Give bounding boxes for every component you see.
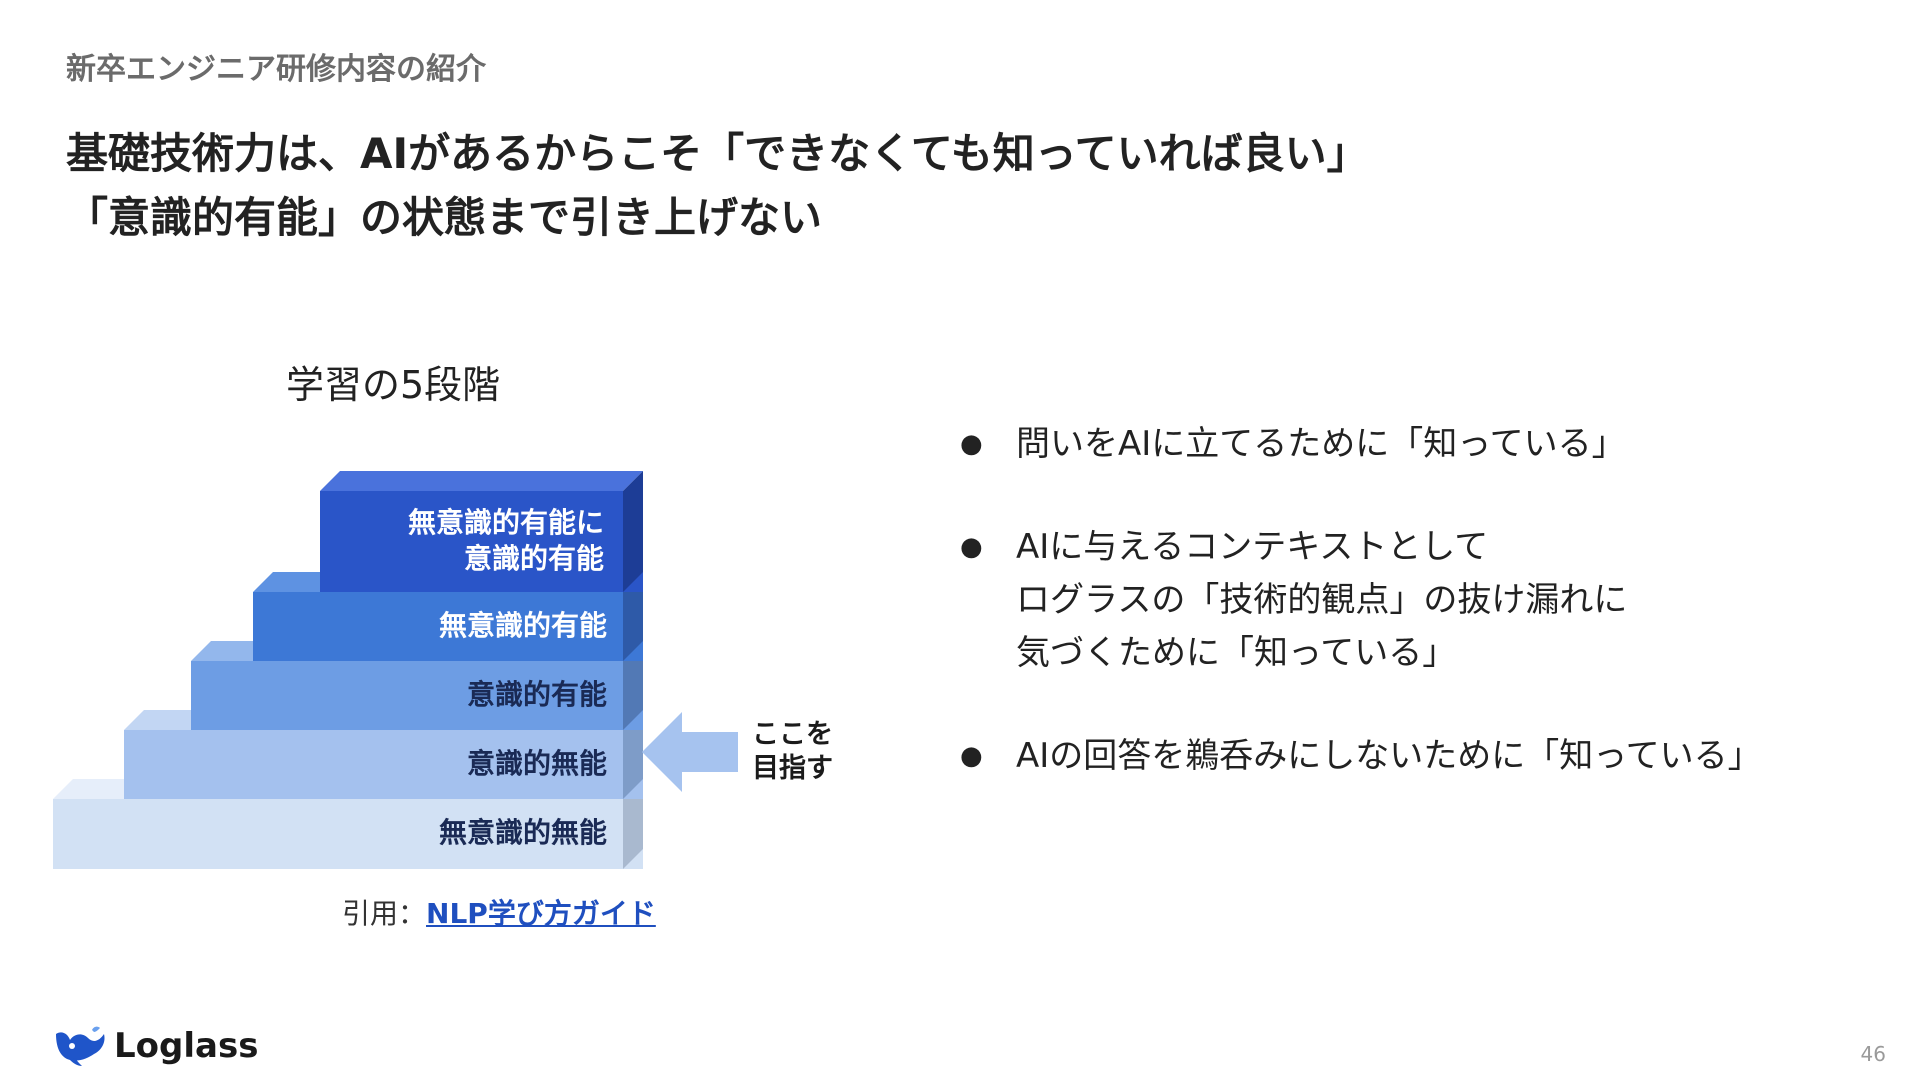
bullet-dot-icon: ● bbox=[960, 429, 983, 459]
page-title: 基礎技術力は、AIがあるからこそ「できなくても知っていれば良い」 「意識的有能」… bbox=[66, 122, 1369, 250]
section-label: 新卒エンジニア研修内容の紹介 bbox=[66, 52, 486, 87]
bullet-text: AIの回答を鵜呑みにしないために「知っている」 bbox=[1016, 736, 1762, 776]
brand-logo: Loglass bbox=[52, 1024, 258, 1068]
level-4-front-face bbox=[124, 730, 643, 799]
logo-text: Loglass bbox=[114, 1026, 259, 1066]
whale-logo-icon bbox=[56, 1026, 105, 1066]
citation-link[interactable]: NLP学び方ガイド bbox=[426, 897, 656, 930]
page-title-line-1: 基礎技術力は、AIがあるからこそ「できなくても知っていれば良い」 bbox=[66, 129, 1369, 178]
level-2-side-face bbox=[623, 572, 643, 661]
level-1-side-face bbox=[623, 471, 643, 592]
bullet-dot-icon: ● bbox=[960, 741, 983, 771]
level-4-side-face bbox=[623, 710, 643, 799]
bullet-item: ● AIの回答を鵜呑みにしないために「知っている」 bbox=[960, 730, 1860, 783]
citation-prefix: 引用： bbox=[342, 897, 427, 930]
bullet-text: ログラスの「技術的観点」の抜け漏れに bbox=[1016, 580, 1628, 620]
bullet-item: ● AIに与えるコンテキストとして ログラスの「技術的観点」の抜け漏れに 気づく… bbox=[960, 521, 1860, 680]
level-1-front-face bbox=[320, 491, 643, 592]
level-2-front-face bbox=[253, 592, 643, 661]
target-arrow bbox=[642, 712, 738, 792]
bullet-text: AIに与えるコンテキストとして bbox=[1016, 527, 1489, 567]
level-2-label: 無意識的有能 bbox=[438, 609, 607, 642]
pyramid-title: 学習の5段階 bbox=[286, 363, 501, 407]
level-3-front-face bbox=[191, 661, 643, 730]
level-5-front-face bbox=[53, 799, 643, 869]
bullet-item: ● 問いをAIに立てるために「知っている」 bbox=[960, 418, 1860, 471]
level-5-side-face bbox=[623, 779, 643, 869]
level-3-side-face bbox=[623, 641, 643, 730]
bullet-list: ● 問いをAIに立てるために「知っている」 ● AIに与えるコンテキストとして … bbox=[960, 418, 1860, 833]
bullet-dot-icon: ● bbox=[960, 532, 983, 562]
citation: 引用：NLP学び方ガイド bbox=[342, 892, 656, 932]
level-5-label: 無意識的無能 bbox=[438, 816, 607, 849]
bullet-text: 気づくために「知っている」 bbox=[1016, 633, 1457, 673]
level-3-label: 意識的有能 bbox=[466, 678, 607, 711]
bullet-text: 問いをAIに立てるために「知っている」 bbox=[1016, 424, 1626, 464]
page-number: 46 bbox=[1860, 1042, 1886, 1066]
level-4-label: 意識的無能 bbox=[466, 747, 607, 780]
level-1-label: 無意識的有能に 意識的有能 bbox=[407, 506, 604, 575]
learning-stages-staircase bbox=[53, 471, 738, 869]
target-arrow-label: ここを 目指す bbox=[752, 719, 833, 784]
page-title-line-2: 「意識的有能」の状態まで引き上げない bbox=[66, 193, 823, 242]
level-1-top-face bbox=[320, 471, 643, 491]
